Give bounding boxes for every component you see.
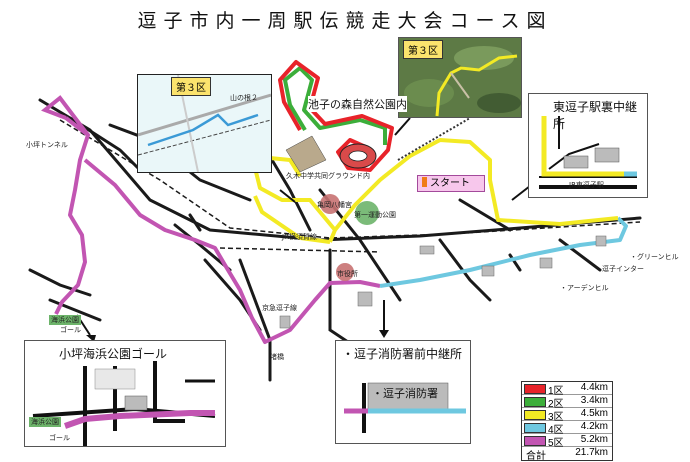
kugi-ground-label: 久木中学共同グラウンド内	[286, 172, 370, 180]
keikyu-line-label: 京急逗子線	[262, 304, 297, 312]
jinja-label: 亀岡八幡宮	[317, 201, 352, 209]
kaihin-koen-label: 海浜公園	[49, 315, 81, 325]
jr-higashi-zushi-label: JR東逗子駅	[569, 181, 604, 189]
jr-line-label: JR横須賀線	[282, 233, 317, 241]
ikego-park-label: 池子の森自然公園内	[308, 96, 407, 112]
legend-section: 2区	[548, 399, 564, 410]
nagisa-bashi-label: 渚橋	[270, 353, 284, 361]
green-hill-label: ・グリーンヒル	[630, 253, 679, 261]
route-zone3	[253, 138, 619, 243]
park-area	[285, 135, 327, 173]
legend-swatch	[524, 436, 546, 446]
route-zone1	[278, 60, 394, 172]
shiyakusho-marker	[336, 263, 354, 281]
zone3-map-label: 第３区	[171, 77, 211, 96]
legend-distance: 4.5km	[580, 408, 608, 419]
kotsubo-goal-title: 小坪海浜公園ゴール	[59, 347, 168, 361]
dai1-undo-koen-marker	[355, 201, 379, 225]
higashi-zushi-relay-inset: 東逗子駅裏中継所 JR東逗子駅	[528, 93, 648, 198]
kotsubo-goal-inset: 小坪海浜公園ゴール 海浜公園 ゴール	[24, 340, 226, 447]
legend-total-row: 合計 21.7km	[522, 447, 612, 462]
legend-section: 4区	[548, 425, 564, 436]
legend-total-distance: 21.7km	[575, 447, 608, 458]
legend-swatch	[524, 384, 546, 394]
shiyakusho-label: 市役所	[337, 270, 358, 278]
legend-section: 5区	[548, 438, 564, 449]
legend-swatch	[524, 410, 546, 420]
fire-station-relay-inset: ・逗子消防署前中継所 ・逗子消防署	[335, 340, 471, 444]
legend-row-5: 5区 5.2km	[522, 434, 612, 449]
legend-section: 1区	[548, 386, 564, 397]
route-zone4	[379, 216, 628, 288]
arden-hill-label: ・アーデンヒル	[560, 284, 609, 292]
zone3-photo-label: 第３区	[403, 40, 443, 59]
fire-station-relay-title: ・逗子消防署前中継所	[342, 347, 463, 361]
dai1-undo-koen-label: 第一運動公園	[354, 211, 396, 219]
legend-row-2: 2区 3.4km	[522, 395, 612, 410]
legend-distance: 4.2km	[580, 421, 608, 432]
legend-distance: 3.4km	[580, 395, 608, 406]
legend-swatch	[524, 423, 546, 433]
legend-distance: 4.4km	[580, 382, 608, 393]
legend-section: 3区	[548, 412, 564, 423]
zone3-map-inset: 第３区 山の根２	[137, 74, 272, 173]
kaihin-koen-inset-label: 海浜公園	[29, 417, 61, 427]
kotsubo-tunnel-label: 小坪トンネル	[26, 141, 68, 149]
route-zone5	[54, 116, 381, 344]
legend: 1区 4.4km 2区 3.4km 3区 4.5km 4区 4.2km 5区 5…	[521, 381, 613, 462]
zushi-interchange-label: 逗子インター	[602, 265, 644, 273]
route-zone2	[283, 66, 387, 145]
legend-row-3: 3区 4.5km	[522, 408, 612, 423]
zone3-photo-inset: 第３区	[398, 37, 522, 118]
fire-station-label: ・逗子消防署	[372, 387, 438, 400]
inset-place-label: 山の根２	[230, 94, 258, 102]
legend-swatch	[524, 397, 546, 407]
jinja-marker	[320, 194, 340, 214]
legend-distance: 5.2km	[580, 434, 608, 445]
legend-row-4: 4区 4.2km	[522, 421, 612, 436]
start-label: スタート	[417, 175, 485, 192]
page-title: 逗子市内一周駅伝競走大会コース図	[137, 10, 553, 32]
goal-inset-label: ゴール	[49, 434, 70, 442]
legend-row-1: 1区 4.4km	[522, 382, 612, 397]
goal-label: ゴール	[60, 326, 81, 334]
